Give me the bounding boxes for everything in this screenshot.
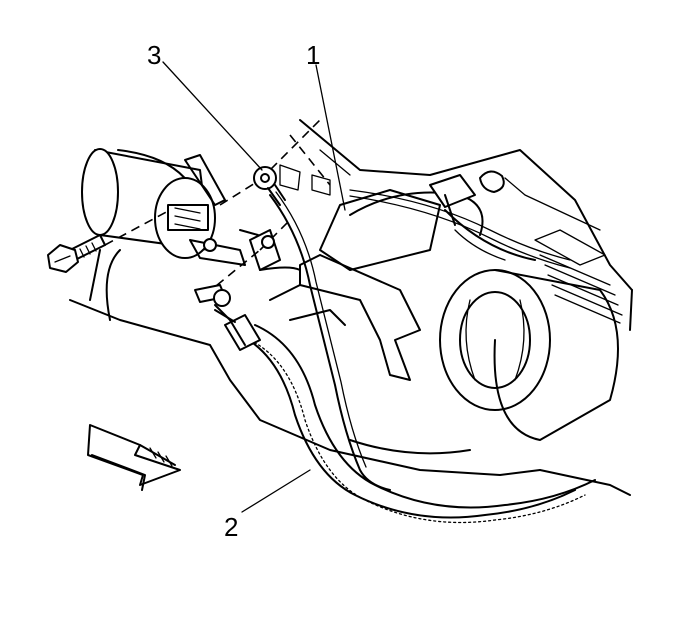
starter-solenoid [81,148,246,266]
ring-terminal [253,166,286,206]
starter-motor [439,269,619,441]
transmission-housing [69,249,631,496]
mounting-bolt [47,234,106,273]
heat-shield [259,189,441,381]
callout-2: 2 [224,512,238,542]
leader-lines [162,61,346,513]
engine-block [279,119,633,331]
direction-arrow-icon [87,424,181,491]
battery-cable [214,309,596,524]
callout-3: 3 [147,40,161,70]
terminal-bracket [184,154,281,321]
solenoid-wire [269,191,391,491]
callout-1: 1 [306,40,320,70]
harness-wires [349,174,571,269]
